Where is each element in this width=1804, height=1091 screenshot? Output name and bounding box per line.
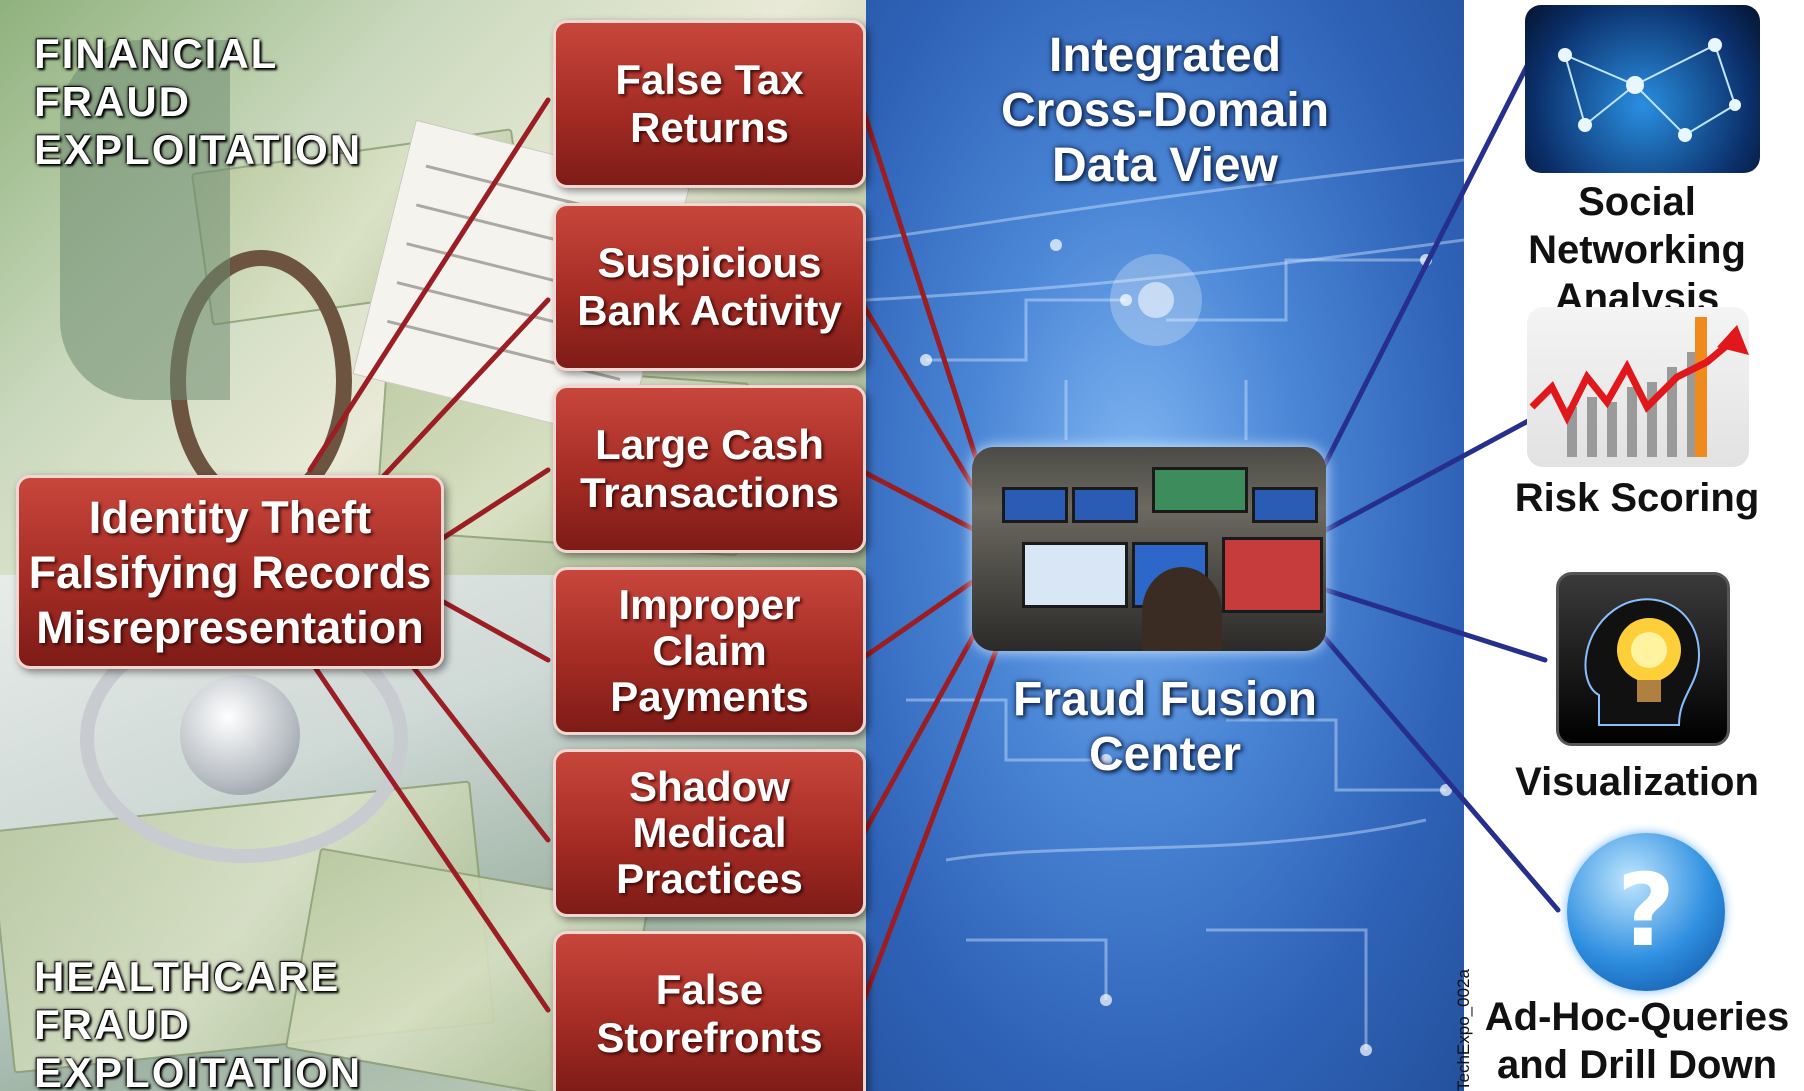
capability-label-line: and Drill Down [1497, 1043, 1777, 1087]
fraud-box-line: Transactions [579, 469, 840, 516]
fraud-box-line: Bank Activity [577, 287, 842, 334]
fraud-box-shadow-medical-practices: Shadow Medical Practices [553, 749, 866, 917]
circuit-pattern [866, 158, 1464, 1056]
connector-hub-to-social [1319, 57, 1533, 473]
hub-label-line: Center [1088, 728, 1242, 781]
fraud-box-line: Improper [618, 581, 801, 628]
healthcare-label-line: HEALTHCARE [34, 953, 341, 1000]
fraud-box-large-cash-transactions: Large Cash Transactions [553, 385, 866, 553]
visualization-label: Visualization [1470, 758, 1804, 806]
connector-hub-to-visualization [1323, 587, 1548, 663]
fraud-box-improper-claim-payments: Improper Claim Payments [553, 567, 866, 735]
capability-label-line: Social Networking [1528, 180, 1746, 272]
question-mark-icon: ? [1567, 833, 1725, 991]
identity-box-line: Misrepresentation [36, 601, 424, 653]
rising-chart-icon [1527, 307, 1749, 467]
fraud-box-false-storefronts: False Storefronts [553, 931, 866, 1091]
financial-fraud-label: FINANCIAL FRAUD EXPLOITATION [34, 30, 362, 174]
fusion-center-photo [972, 447, 1326, 651]
integrated-data-view-title: Integrated Cross-Domain Data View [866, 28, 1464, 193]
fraud-box-false-tax-returns: False Tax Returns [553, 20, 866, 188]
hub-label-line: Fraud Fusion [1013, 673, 1317, 726]
fraud-box-line: False Tax [615, 56, 804, 103]
center-title-line: Cross-Domain [1000, 84, 1330, 137]
image-credit: TechExpo_002a [1454, 969, 1473, 1091]
fraud-fusion-center-label: Fraud Fusion Center [866, 672, 1464, 782]
risk-scoring-label: Risk Scoring [1470, 474, 1804, 522]
connector-identity-to-claims [437, 597, 551, 663]
fraud-box-line: Practices [616, 855, 803, 902]
financial-label-line: FINANCIAL [34, 30, 279, 77]
fraud-box-line: Suspicious [597, 239, 822, 286]
fraud-box-line: Storefronts [596, 1014, 823, 1061]
connector-identity-to-tax [307, 97, 551, 473]
fraud-box-line: Payments [610, 673, 809, 720]
connector-cash-to-hub [857, 467, 978, 533]
fraud-box-line: False [655, 966, 764, 1013]
center-title-line: Integrated [1048, 29, 1282, 82]
connector-hub-to-risk [1323, 417, 1533, 533]
connector-identity-to-bank [377, 297, 551, 483]
capability-label-line: Risk Scoring [1514, 476, 1760, 520]
fraud-box-suspicious-bank-activity: Suspicious Bank Activity [553, 203, 866, 371]
identity-box-line: Falsifying Records [28, 546, 432, 598]
fraud-box-line: Large Cash [595, 421, 824, 468]
connector-storefronts-to-hub [857, 637, 1003, 1013]
healthcare-label-line: EXPLOITATION [34, 1049, 363, 1091]
healthcare-label-line: FRAUD [34, 1001, 191, 1048]
connector-tax-to-hub [857, 97, 983, 473]
connector-identity-to-shadow [397, 647, 551, 843]
connector-claims-to-hub [857, 577, 978, 663]
connector-bank-to-hub [857, 297, 978, 493]
fraud-box-line: Returns [630, 104, 789, 151]
fraud-box-line: Claim [652, 627, 767, 674]
network-globe-icon [1525, 5, 1760, 173]
identity-theft-box: Identity Theft Falsifying Records Misrep… [16, 475, 444, 669]
lightbulb-head-icon [1556, 572, 1730, 746]
connector-hub-to-queries [1315, 627, 1561, 913]
connector-identity-to-storefronts [307, 657, 551, 1013]
connector-identity-to-cash [437, 467, 551, 543]
capability-label-line: Ad-Hoc-Queries [1484, 995, 1790, 1039]
center-title-line: Data View [1052, 139, 1278, 192]
stethoscope-chestpiece-icon [180, 675, 300, 795]
svg-text:?: ? [1617, 852, 1675, 969]
dollar-sign-shape [60, 40, 230, 400]
connector-shadow-to-hub [857, 612, 988, 843]
ad-hoc-queries-label: Ad-Hoc-Queries and Drill Down [1470, 993, 1804, 1089]
capability-label-line: Visualization [1515, 760, 1759, 804]
fraud-box-line: Medical [632, 809, 787, 856]
financial-label-line: EXPLOITATION [34, 126, 363, 173]
fraud-box-line: Shadow [628, 763, 790, 810]
healthcare-fraud-label: HEALTHCARE FRAUD EXPLOITATION [34, 953, 362, 1091]
identity-box-line: Identity Theft [88, 491, 372, 543]
financial-label-line: FRAUD [34, 78, 191, 125]
social-networking-label: Social Networking Analysis [1470, 178, 1804, 322]
